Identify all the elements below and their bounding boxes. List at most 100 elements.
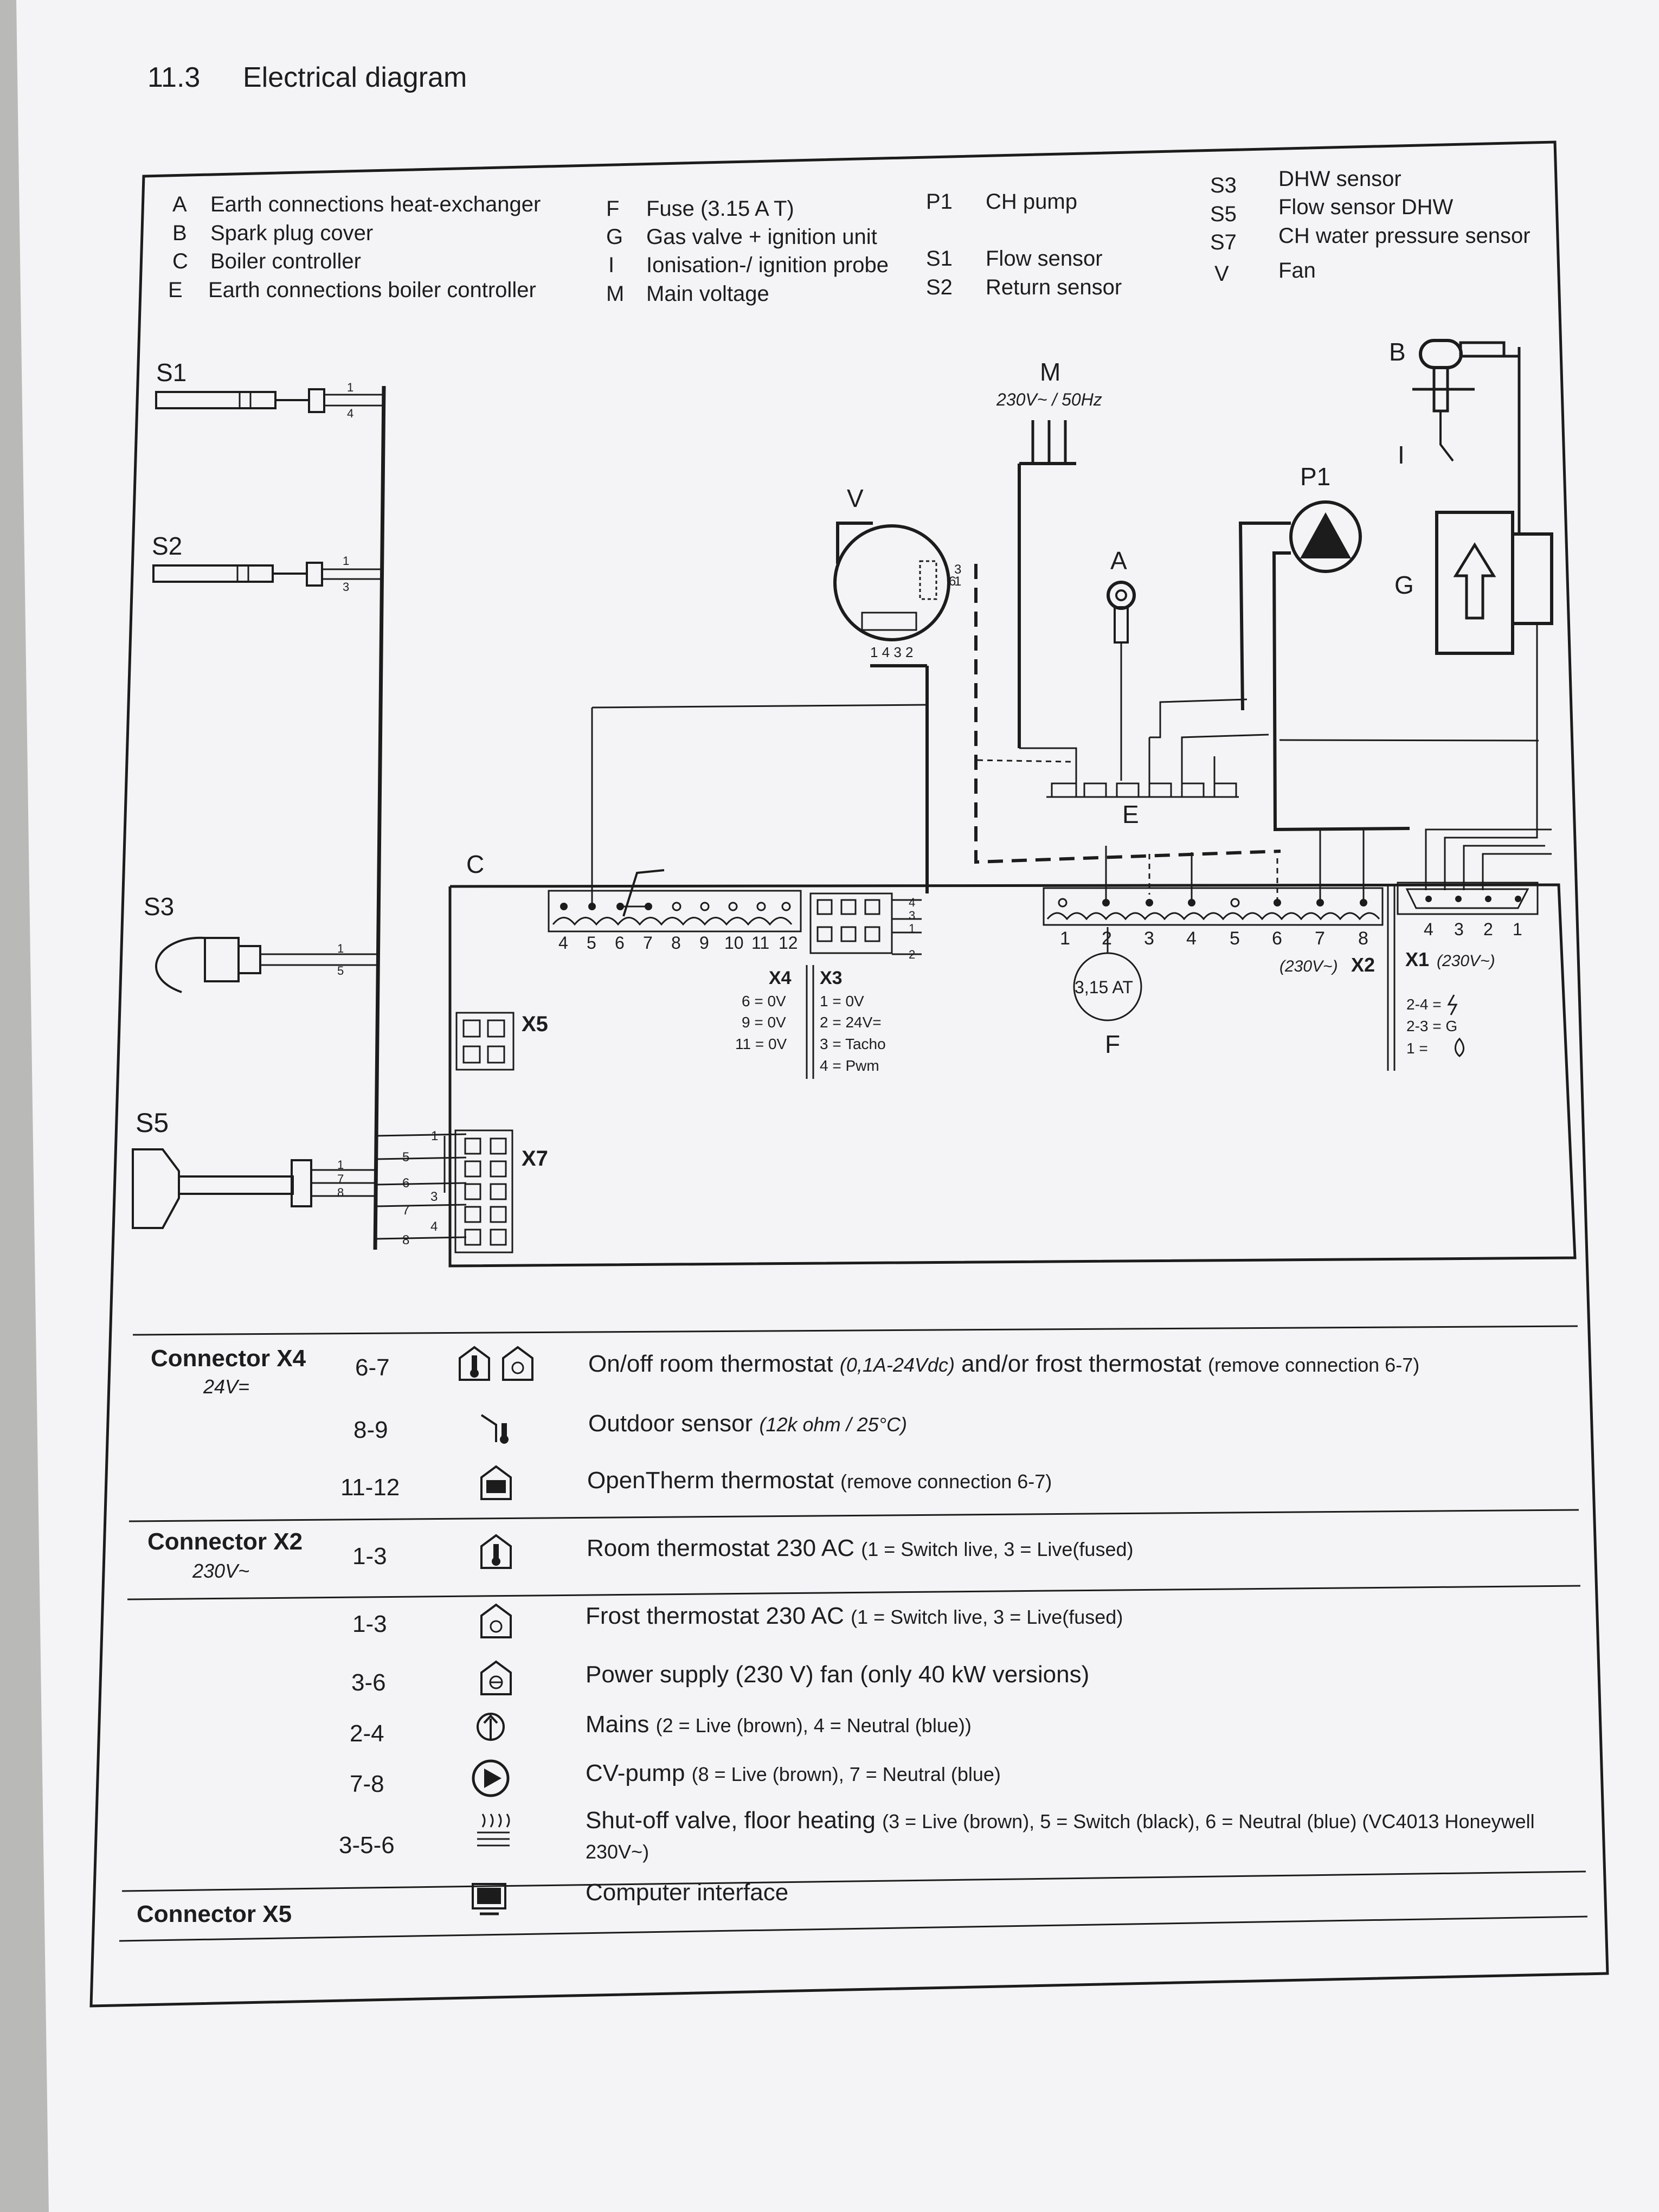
svg-text:X7: X7 [522,1147,548,1171]
svg-text:7: 7 [1315,928,1325,949]
svg-text:11: 11 [751,933,769,953]
label-s3: S3 [144,892,174,921]
svg-text:8: 8 [402,1233,409,1248]
table-row: 6-7 On/off room thermostat (0,1A-24Vdc) … [355,1346,1419,1381]
legend-text-a: Earth connections heat-exchanger [210,192,541,216]
legend-code-g: G [606,225,623,249]
connector-x4-name: Connector X4 [151,1345,306,1372]
svg-text:1: 1 [343,554,349,568]
earth-dashed-line [974,564,1281,864]
svg-text:2: 2 [1102,928,1112,949]
table-row: 3-6 Power supply (230 V) fan (only 40 kW… [351,1660,1089,1696]
sensor-s3: 1 5 [155,936,377,993]
svg-text:5: 5 [1230,928,1240,949]
table-row: 7-8 CV-pump (8 = Live (brown), 7 = Neutr… [350,1759,1001,1797]
outdoor-sensor-icon [480,1414,509,1444]
svg-text:5: 5 [402,1150,409,1165]
svg-text:230V~): 230V~) [586,1841,649,1863]
computer-icon [472,1883,506,1915]
svg-text:6-7: 6-7 [355,1354,390,1381]
x4-x3-legend: X4 6 = 0V 9 = 0V 11 = 0V X3 1 = 0V 2 = 2… [735,965,886,1079]
legend-text-f: Fuse (3.15 A T) [646,197,794,221]
connector-x2-name: Connector X2 [147,1528,303,1555]
svg-text:2-3 = G: 2-3 = G [1406,1018,1457,1034]
svg-text:10: 10 [724,933,744,953]
x4-terminal-block: 4 5 6 7 8 9 10 11 12 [548,708,802,953]
legend-text-s2: Return sensor [986,275,1122,299]
x2-terminal-block: 1 2 3 4 5 6 7 8 (230V~) X2 [1043,829,1384,976]
svg-text:3: 3 [1144,928,1154,949]
label-g: G [1394,571,1414,599]
legend-text-c: Boiler controller [210,249,361,273]
svg-text:6: 6 [949,574,956,589]
svg-text:E: E [1122,800,1139,828]
floor-heating-icon [477,1814,510,1847]
label-b: B [1389,338,1406,366]
thermostat-frost-icon [459,1346,533,1381]
fan-power-icon [480,1660,512,1695]
svg-text:3: 3 [909,909,915,922]
svg-text:X5: X5 [522,1012,548,1036]
table-row: 1-3 Room thermostat 230 AC (1 = Switch l… [352,1534,1133,1570]
connector-table: Connector X4 24V= 6-7 On/off room thermo… [119,1325,1588,1942]
pump-icon [472,1759,510,1797]
svg-text:8-9: 8-9 [353,1417,388,1443]
svg-text:X3: X3 [820,968,843,988]
gas-valve-g [1425,347,1553,890]
legend-code-v: V [1214,262,1229,286]
svg-text:Outdoor sensor (12k ohm / 25°C: Outdoor sensor (12k ohm / 25°C) [588,1410,907,1437]
svg-text:(230V~): (230V~) [1279,957,1338,975]
svg-text:4: 4 [1424,919,1433,939]
legend-code-a: A [172,192,187,216]
svg-text:Computer interface: Computer interface [586,1879,788,1906]
svg-text:1-3: 1-3 [352,1611,387,1637]
svg-text:Mains (2 = Live (brown), 4 = N: Mains (2 = Live (brown), 4 = Neutral (bl… [586,1711,972,1738]
svg-text:8: 8 [1358,928,1368,949]
legend-text-i: Ionisation-/ ignition probe [646,253,889,277]
svg-text:7-8: 7-8 [350,1771,384,1797]
svg-text:5: 5 [587,933,596,953]
table-row: Computer interface [472,1879,788,1915]
svg-text:CV-pump (8 = Live (brown), 7 =: CV-pump (8 = Live (brown), 7 = Neutral (… [586,1760,1001,1786]
legend-text-s5: Flow sensor DHW [1278,195,1454,219]
table-row: 2-4 Mains (2 = Live (brown), 4 = Neutral… [350,1711,972,1747]
fuse-f: 3,15 AT F [1073,927,1142,1058]
table-row: 1-3 Frost thermostat 230 AC (1 = Switch … [352,1603,1123,1638]
flame-symbol [1455,1037,1464,1057]
svg-text:3: 3 [343,580,349,594]
svg-text:X4: X4 [769,968,792,988]
svg-text:9: 9 [699,933,709,953]
pump-p1 [1238,500,1410,832]
svg-text:X1: X1 [1405,948,1429,970]
svg-text:12: 12 [779,933,798,953]
earth-terminals-e: E [1046,698,1269,828]
table-row: 8-9 Outdoor sensor (12k ohm / 25°C) [353,1410,907,1444]
label-a: A [1110,546,1127,575]
svg-text:(230V~): (230V~) [1437,952,1495,970]
label-s2: S2 [152,532,182,560]
svg-text:1-3: 1-3 [352,1543,387,1570]
legend-code-e: E [168,278,183,302]
svg-text:1: 1 [431,1129,438,1143]
mains-plug [1018,420,1077,783]
manual-page [16,0,1659,2212]
x3-connector: 4 3 1 2 [809,892,922,961]
spark-symbol [1447,994,1458,1015]
spark-plug-b [1412,339,1506,462]
legend-code-s7: S7 [1210,230,1237,254]
svg-text:5: 5 [337,964,344,978]
svg-text:3: 3 [1454,919,1464,939]
legend-text-s1: Flow sensor [986,247,1103,271]
svg-text:6 = 0V: 6 = 0V [742,993,786,1009]
svg-text:1: 1 [1513,919,1522,939]
fan-v: 1 4 3 2 3 1 6 [833,522,961,893]
diagram-frame [89,140,1609,2008]
svg-text:2 = 24V=: 2 = 24V= [820,1014,882,1031]
svg-text:1: 1 [337,1158,344,1172]
svg-text:X2: X2 [1351,954,1375,976]
label-i: I [1398,441,1405,469]
legend-code-b: B [172,221,187,245]
legend-text-p1: CH pump [986,190,1077,214]
svg-text:2: 2 [1483,919,1493,939]
label-p1: P1 [1300,462,1330,491]
